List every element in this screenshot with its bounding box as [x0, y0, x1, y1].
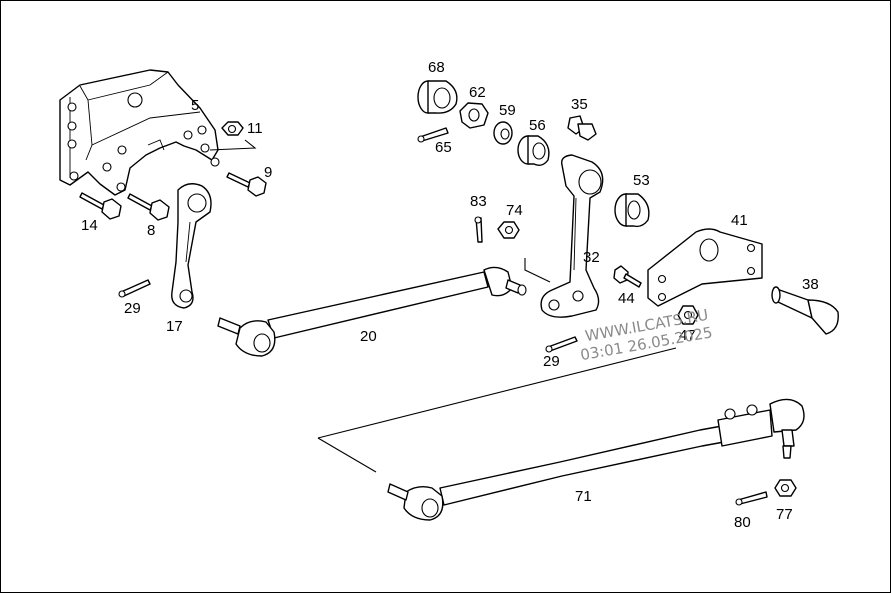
bearing-53: [614, 193, 650, 228]
grease-fitting-35: [567, 115, 597, 141]
label-part-68: 68: [428, 59, 445, 76]
nut-47: [677, 305, 699, 325]
label-part-20: 20: [360, 328, 377, 345]
nut-11: [221, 121, 244, 136]
label-part-32: 32: [583, 249, 600, 266]
label-part-29a: 29: [124, 300, 141, 317]
label-part-65: 65: [435, 139, 452, 156]
pitman-arm-17: [171, 183, 212, 309]
idler-arm-32: [540, 154, 604, 318]
bolt-44: [613, 265, 642, 288]
label-part-9: 9: [264, 164, 272, 181]
bolt-9: [226, 172, 267, 197]
label-part-11: 11: [247, 120, 263, 137]
label-part-53: 53: [633, 172, 650, 189]
label-part-77: 77: [776, 506, 793, 523]
leader-5: [209, 139, 257, 151]
bolt-14: [79, 192, 122, 220]
label-part-62: 62: [469, 84, 486, 101]
label-part-83: 83: [470, 193, 487, 210]
bolt-8: [127, 193, 170, 221]
washer-59: [493, 121, 513, 145]
label-part-17: 17: [166, 318, 183, 335]
nut-77: [774, 479, 797, 497]
label-part-41: 41: [731, 212, 748, 229]
cotter-pin-65: [417, 127, 449, 143]
label-part-56: 56: [529, 117, 546, 134]
tie-rod-71: [387, 398, 805, 521]
label-part-59: 59: [499, 102, 516, 119]
bracket-5: [59, 69, 220, 196]
label-part-44: 44: [618, 290, 635, 307]
label-part-14: 14: [81, 217, 98, 234]
label-part-74: 74: [506, 202, 523, 219]
label-part-71: 71: [575, 488, 592, 505]
castle-nut-62: [459, 102, 489, 129]
cotter-pin-29b: [545, 336, 578, 353]
bracket-41: [647, 228, 763, 307]
cotter-pin-29a: [118, 279, 151, 298]
cotter-pin-80: [735, 491, 768, 506]
label-part-35: 35: [571, 96, 588, 113]
label-part-5: 5: [191, 97, 199, 114]
leader-32: [524, 258, 551, 283]
label-part-8: 8: [147, 222, 155, 239]
leader-71: [317, 347, 677, 473]
pin-38: [771, 286, 839, 335]
cotter-pin-83: [474, 216, 483, 243]
label-part-80: 80: [734, 514, 751, 531]
drag-link-20: [217, 266, 527, 357]
nut-74: [497, 221, 520, 239]
bushing-68: [417, 80, 458, 114]
bearing-56: [517, 135, 550, 167]
label-part-47: 47: [679, 327, 696, 344]
label-part-29b: 29: [543, 353, 560, 370]
label-part-38: 38: [802, 276, 819, 293]
